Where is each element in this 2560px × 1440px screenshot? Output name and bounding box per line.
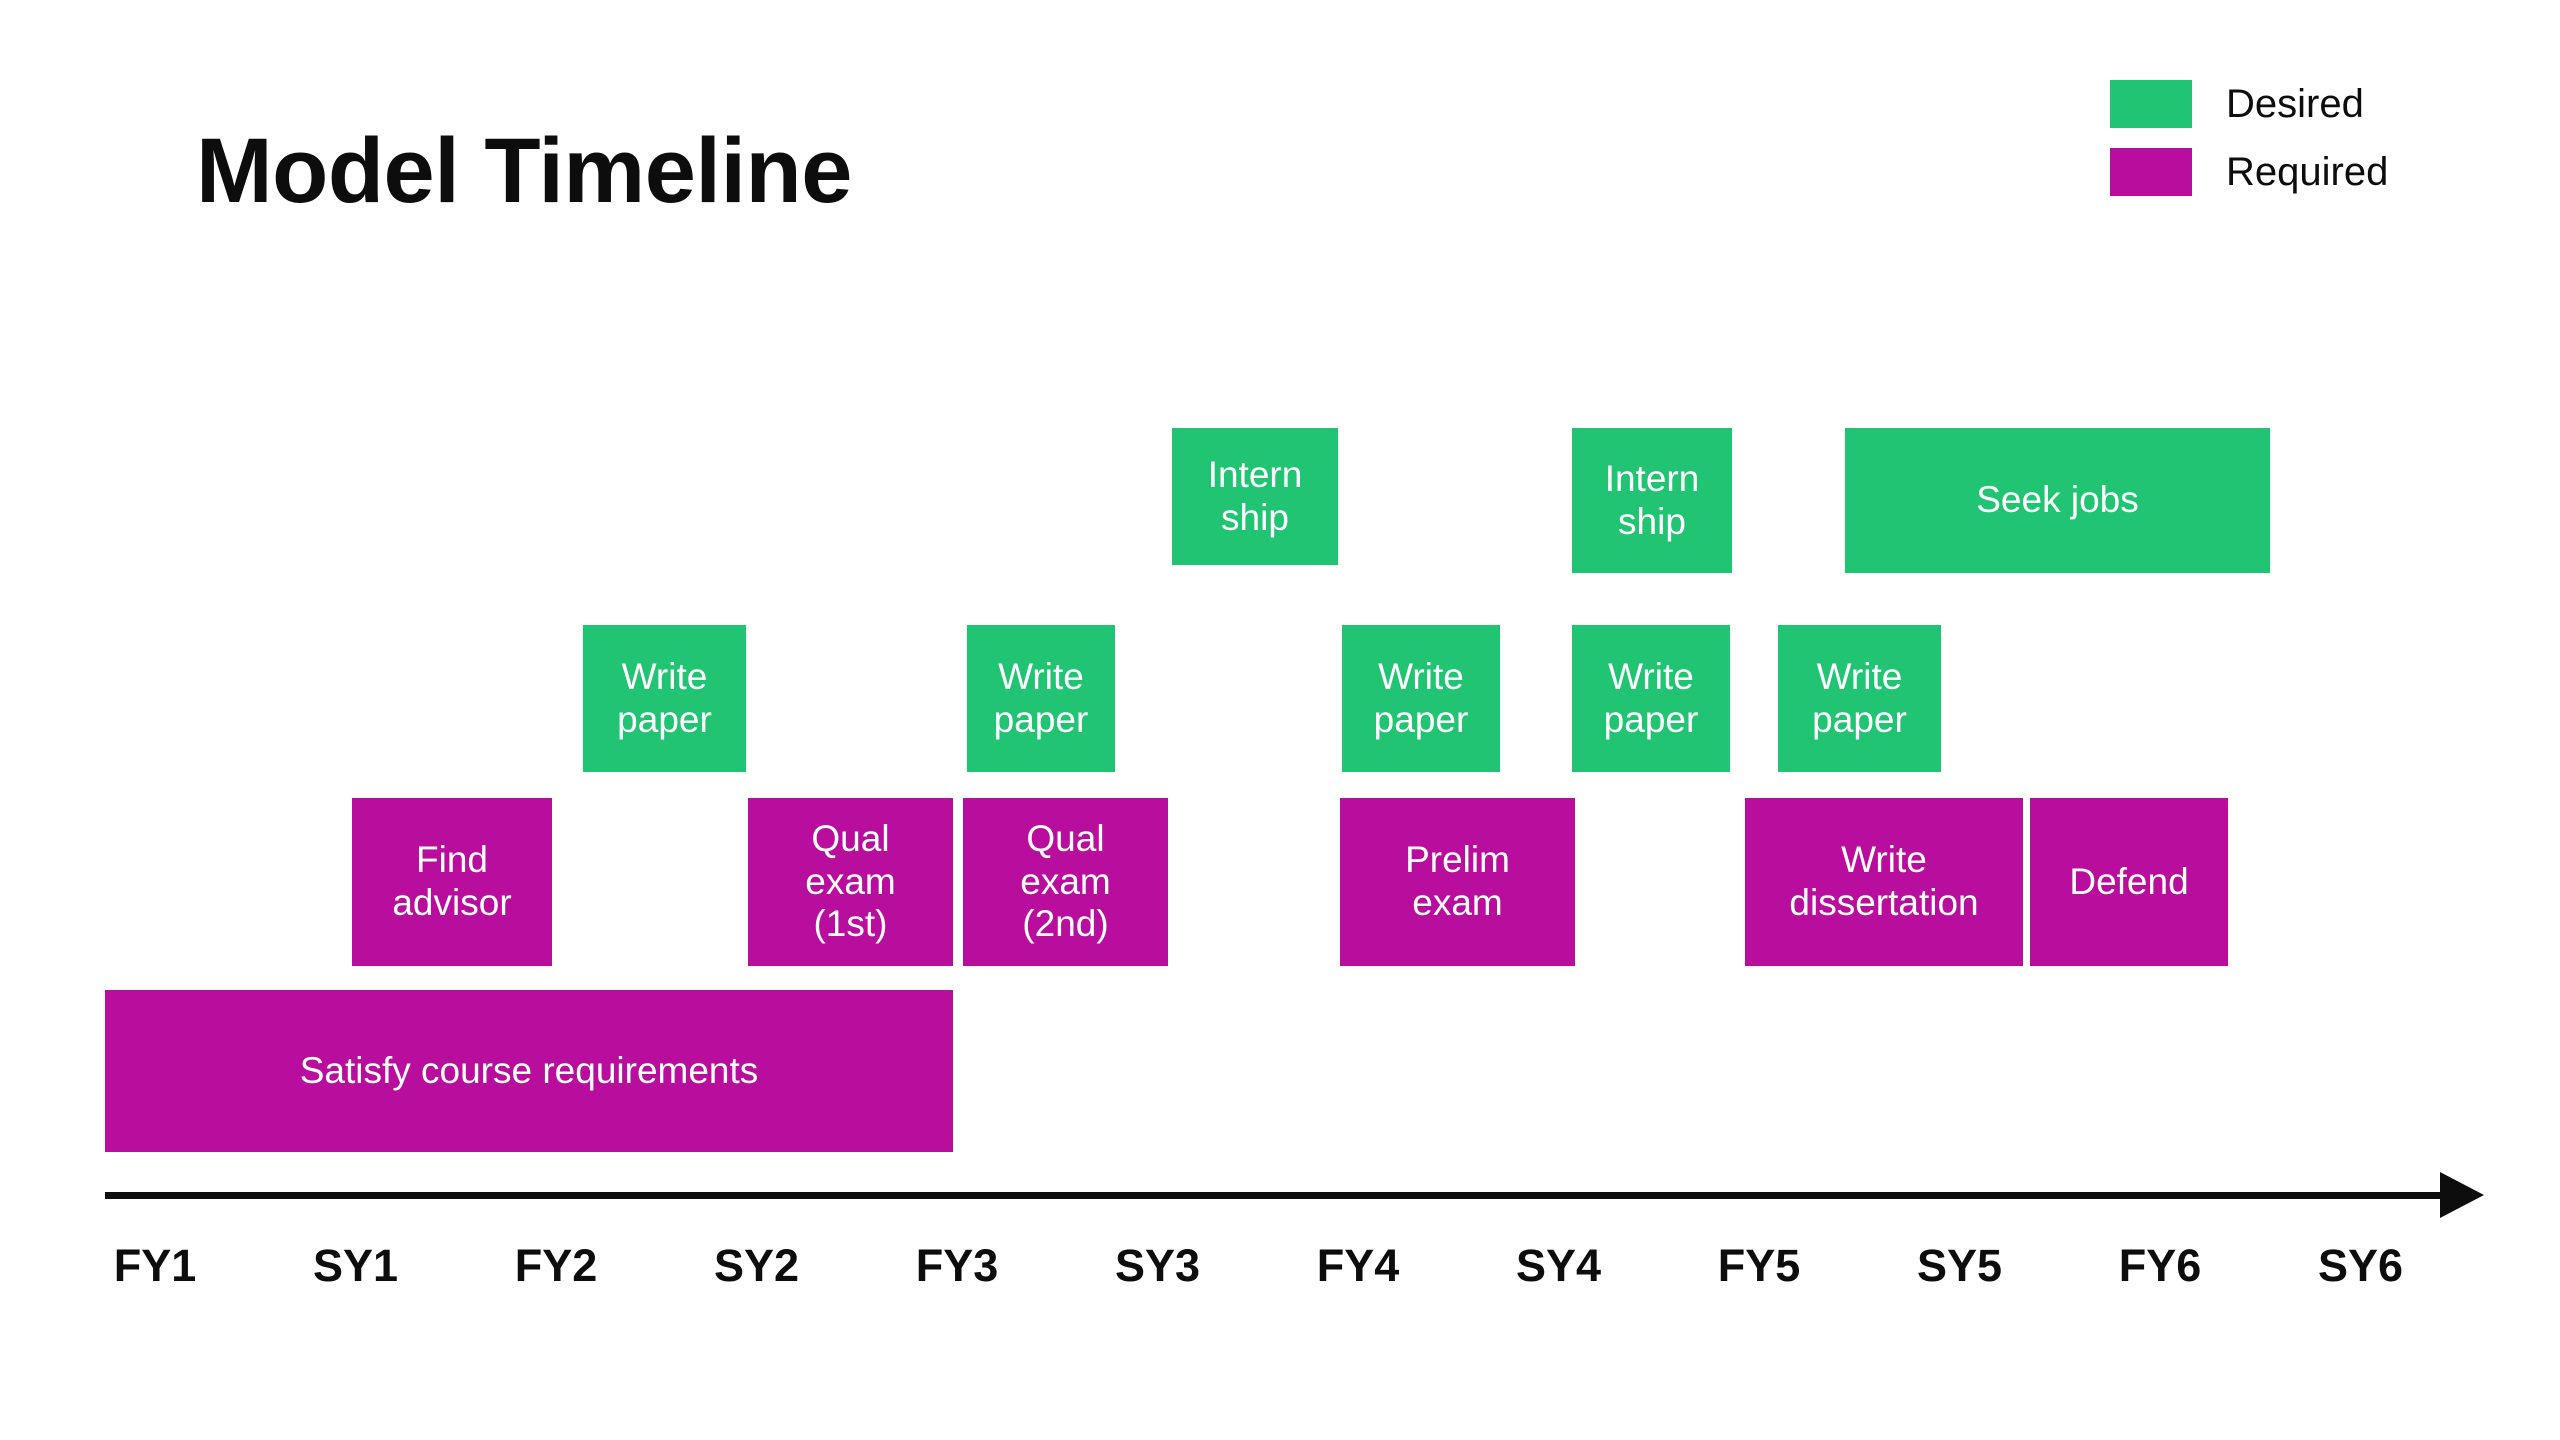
page-title: Model Timeline bbox=[196, 120, 852, 222]
timeline-bar-label: Write paper bbox=[1373, 655, 1469, 740]
timeline-bar: Satisfy course requirements bbox=[105, 990, 953, 1152]
timeline-bar: Write paper bbox=[967, 625, 1115, 772]
legend-swatch-required bbox=[2110, 148, 2192, 196]
timeline-bar-label: Qual exam (2nd) bbox=[1020, 817, 1111, 945]
timeline-bar: Write paper bbox=[1342, 625, 1500, 772]
timeline-bar: Seek jobs bbox=[1845, 428, 2270, 573]
axis-tick-fy3: FY3 bbox=[915, 1240, 999, 1291]
axis-tick-sy6: SY6 bbox=[2317, 1240, 2404, 1291]
timeline-bar-label: Intern ship bbox=[1207, 453, 1303, 538]
timeline-axis-arrow-icon bbox=[2440, 1172, 2484, 1218]
timeline-bar-label: Seek jobs bbox=[1976, 479, 2139, 521]
timeline-bar-label: Write paper bbox=[1603, 655, 1699, 740]
axis-tick-sy2: SY2 bbox=[713, 1240, 800, 1291]
timeline-bar-label: Write paper bbox=[617, 655, 712, 740]
legend-label-desired: Desired bbox=[2226, 81, 2364, 126]
axis-tick-fy6: FY6 bbox=[2118, 1240, 2202, 1291]
axis-tick-fy2: FY2 bbox=[514, 1240, 598, 1291]
axis-tick-fy5: FY5 bbox=[1717, 1240, 1801, 1291]
timeline-bar: Prelim exam bbox=[1340, 798, 1575, 966]
timeline-bar-label: Intern ship bbox=[1604, 457, 1700, 542]
legend: Desired Required bbox=[2110, 70, 2530, 206]
timeline-bar: Write paper bbox=[583, 625, 746, 772]
timeline-bar-label: Prelim exam bbox=[1405, 839, 1510, 923]
timeline-bar: Intern ship bbox=[1572, 428, 1732, 573]
timeline-bar-label: Write paper bbox=[1812, 655, 1907, 740]
timeline-bar: Find advisor bbox=[352, 798, 552, 966]
legend-label-required: Required bbox=[2226, 149, 2389, 194]
axis-tick-sy3: SY3 bbox=[1114, 1240, 1201, 1291]
timeline-bar-label: Write paper bbox=[993, 655, 1089, 740]
axis-tick-fy1: FY1 bbox=[113, 1240, 197, 1291]
legend-swatch-desired bbox=[2110, 80, 2192, 128]
timeline-bar-label: Qual exam (1st) bbox=[805, 817, 896, 945]
timeline-bar: Intern ship bbox=[1172, 428, 1338, 565]
timeline-bar: Qual exam (2nd) bbox=[963, 798, 1168, 966]
legend-item-desired: Desired bbox=[2110, 70, 2530, 138]
timeline-bar: Write paper bbox=[1572, 625, 1730, 772]
timeline-bar-label: Satisfy course requirements bbox=[299, 1049, 759, 1091]
timeline-bar: Write paper bbox=[1778, 625, 1941, 772]
timeline-axis-line bbox=[105, 1192, 2445, 1199]
legend-item-required: Required bbox=[2110, 138, 2530, 206]
timeline-bar: Defend bbox=[2030, 798, 2228, 966]
axis-tick-sy5: SY5 bbox=[1916, 1240, 2003, 1291]
timeline-bar-label: Defend bbox=[2069, 860, 2189, 902]
timeline-bar: Qual exam (1st) bbox=[748, 798, 953, 966]
timeline-bar-label: Write dissertation bbox=[1789, 839, 1979, 923]
axis-tick-sy4: SY4 bbox=[1515, 1240, 1602, 1291]
timeline-bar: Write dissertation bbox=[1745, 798, 2023, 966]
timeline-bar-label: Find advisor bbox=[392, 839, 512, 923]
axis-tick-fy4: FY4 bbox=[1316, 1240, 1400, 1291]
axis-tick-sy1: SY1 bbox=[312, 1240, 399, 1291]
